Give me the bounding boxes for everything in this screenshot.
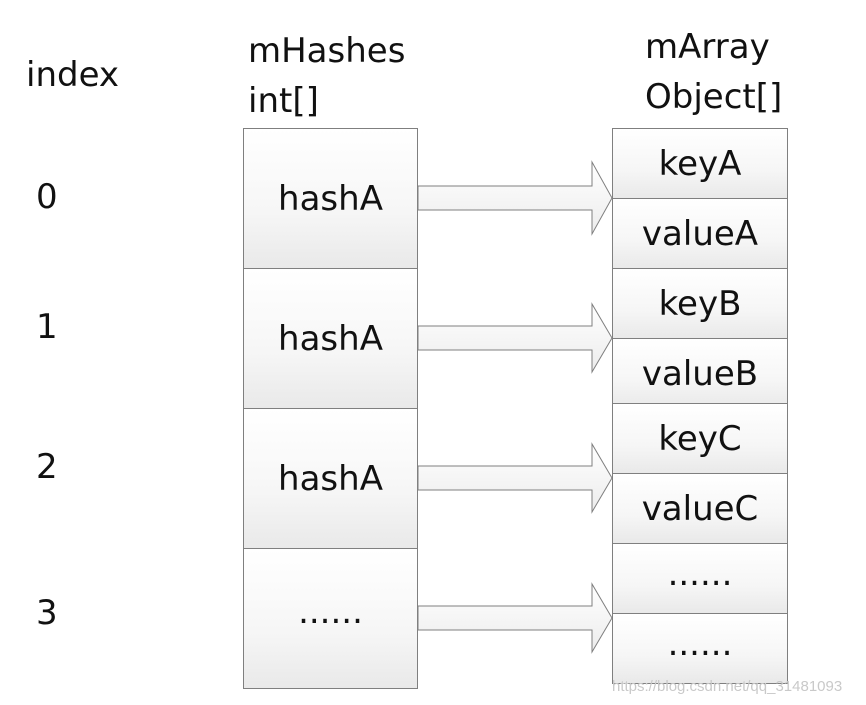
- watermark: https://blog.csdn.net/qq_31481093: [612, 678, 843, 695]
- hashes-header-name: mHashes: [248, 31, 406, 71]
- index-3: 3: [36, 593, 58, 633]
- index-2: 2: [36, 447, 58, 487]
- hash-cell-2: hashA: [243, 408, 418, 549]
- index-1: 1: [36, 307, 58, 347]
- array-header-type: Object[]: [645, 77, 783, 117]
- array-cell-key-a: keyA: [612, 128, 788, 199]
- index-header: index: [26, 55, 120, 95]
- array-header-name: mArray: [645, 27, 770, 67]
- hash-cell-1: hashA: [243, 268, 418, 409]
- hash-cell-0: hashA: [243, 128, 418, 269]
- arrow-3: [417, 582, 613, 654]
- array-cell-value-a: valueA: [612, 198, 788, 269]
- hash-cell-3: ......: [243, 548, 418, 689]
- array-cell-key-b: keyB: [612, 268, 788, 339]
- hashes-header-type: int[]: [248, 81, 319, 121]
- arrow-0: [417, 160, 613, 236]
- arrow-1: [417, 302, 613, 374]
- index-0: 0: [36, 177, 58, 217]
- arrow-2: [417, 442, 613, 514]
- array-cell-more-2: ......: [612, 613, 788, 684]
- array-cell-value-c: valueC: [612, 473, 788, 544]
- array-cell-more-1: ......: [612, 543, 788, 614]
